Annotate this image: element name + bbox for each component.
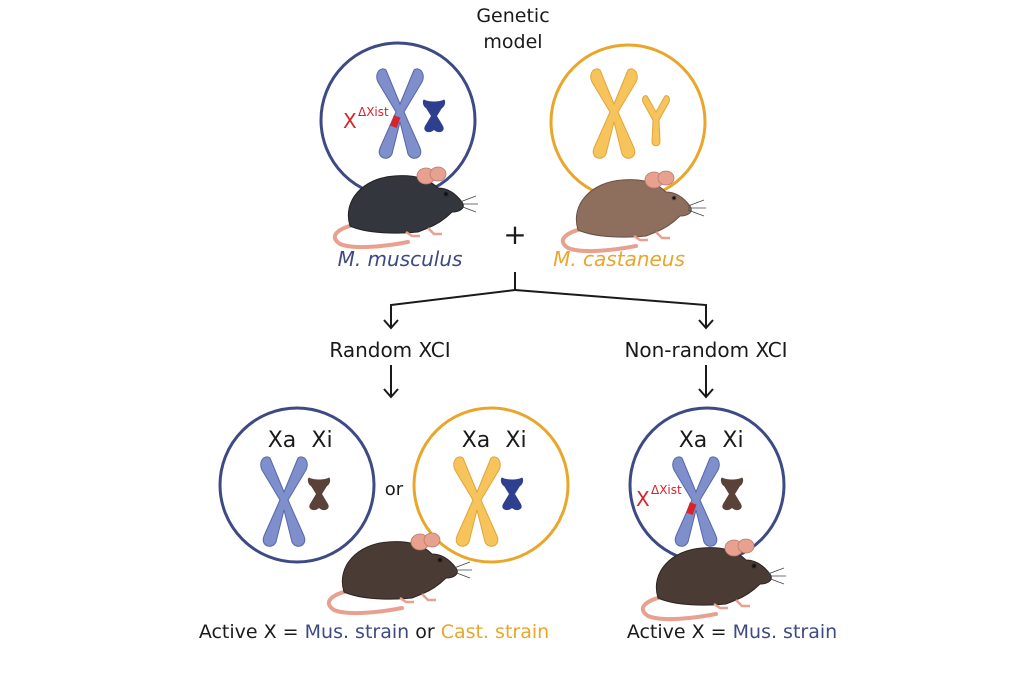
label-xi: Xi xyxy=(311,428,332,453)
xist-x: X xyxy=(636,487,650,511)
xist-super-musculus: ΔXist xyxy=(358,105,389,119)
label-xa: Xa xyxy=(462,428,491,453)
result-random-cast: Cast. strain xyxy=(441,621,549,643)
label-xi: Xi xyxy=(722,428,743,453)
x-chromosome-blue-icon xyxy=(260,456,308,547)
small-chromosome-brown-icon xyxy=(307,477,331,511)
offspring-random-musculus: Xa Xi xyxy=(218,406,376,564)
offspring-circle-yellow xyxy=(412,406,570,564)
mouse-black-icon xyxy=(332,165,480,250)
result-random-or: or xyxy=(409,621,441,643)
label-xi: Xi xyxy=(505,428,526,453)
xist-deletion-mark xyxy=(390,115,401,129)
mouse-brown-icon xyxy=(560,169,708,254)
x-chromosome-yellow-icon xyxy=(453,456,501,547)
title-line1: Genetic xyxy=(476,5,549,27)
species-label-musculus: M. musculus xyxy=(338,247,463,271)
title-line2: model xyxy=(483,31,542,53)
label-xa: Xa xyxy=(679,428,708,453)
mouse-dark-brown-icon xyxy=(326,531,474,616)
species-label-castaneus: M. castaneus xyxy=(553,247,685,271)
branch-label-random: Random XCI xyxy=(329,338,450,362)
x-chromosome-blue-icon xyxy=(672,456,720,547)
result-nonrandom-mus: Mus. strain xyxy=(733,621,838,643)
offspring-nonrandom: Xa Xi X ΔXist xyxy=(628,406,786,564)
arrowhead-right-top xyxy=(698,319,714,330)
result-random: Active X = Mus. strain or Cast. strain xyxy=(199,621,549,643)
label-xa: Xa xyxy=(268,428,297,453)
branch-left-line xyxy=(390,289,516,328)
branch-arrows xyxy=(383,272,714,399)
xist-x: X xyxy=(343,109,357,133)
castaneus-genotype-circle xyxy=(549,43,707,201)
y-chromosome-yellow-icon xyxy=(642,95,670,147)
branch-label-nonrandom: Non-random XCI xyxy=(624,338,787,362)
xist-super-nonrandom: ΔXist xyxy=(651,483,682,497)
parent-castaneus xyxy=(549,43,708,254)
arrowhead-random-down xyxy=(383,388,399,399)
cross-symbol: + xyxy=(503,218,526,251)
arrowhead-nonrandom-down xyxy=(698,388,714,399)
small-chromosome-navy-icon xyxy=(422,99,446,133)
xist-label-nonrandom: X xyxy=(636,487,650,511)
small-chromosome-brown-icon xyxy=(720,477,744,511)
result-random-prefix: Active X = xyxy=(199,621,305,643)
x-chromosome-yellow-icon xyxy=(590,68,638,159)
result-nonrandom: Active X = Mus. strain xyxy=(627,621,837,643)
offspring-random-castaneus: Xa Xi xyxy=(412,406,570,564)
parent-musculus: X ΔXist xyxy=(319,41,480,250)
or-label: or xyxy=(385,479,404,500)
arrowhead-left-top xyxy=(383,319,399,330)
xist-deletion-mark xyxy=(686,502,697,516)
result-nonrandom-prefix: Active X = xyxy=(627,621,733,643)
result-random-mus: Mus. strain xyxy=(305,621,410,643)
small-chromosome-navy-icon xyxy=(500,477,524,511)
xist-label-musculus: X xyxy=(343,109,357,133)
branch-right-line xyxy=(514,289,707,328)
mouse-dark-brown-icon xyxy=(640,537,788,622)
offspring-circle-blue xyxy=(218,406,376,564)
